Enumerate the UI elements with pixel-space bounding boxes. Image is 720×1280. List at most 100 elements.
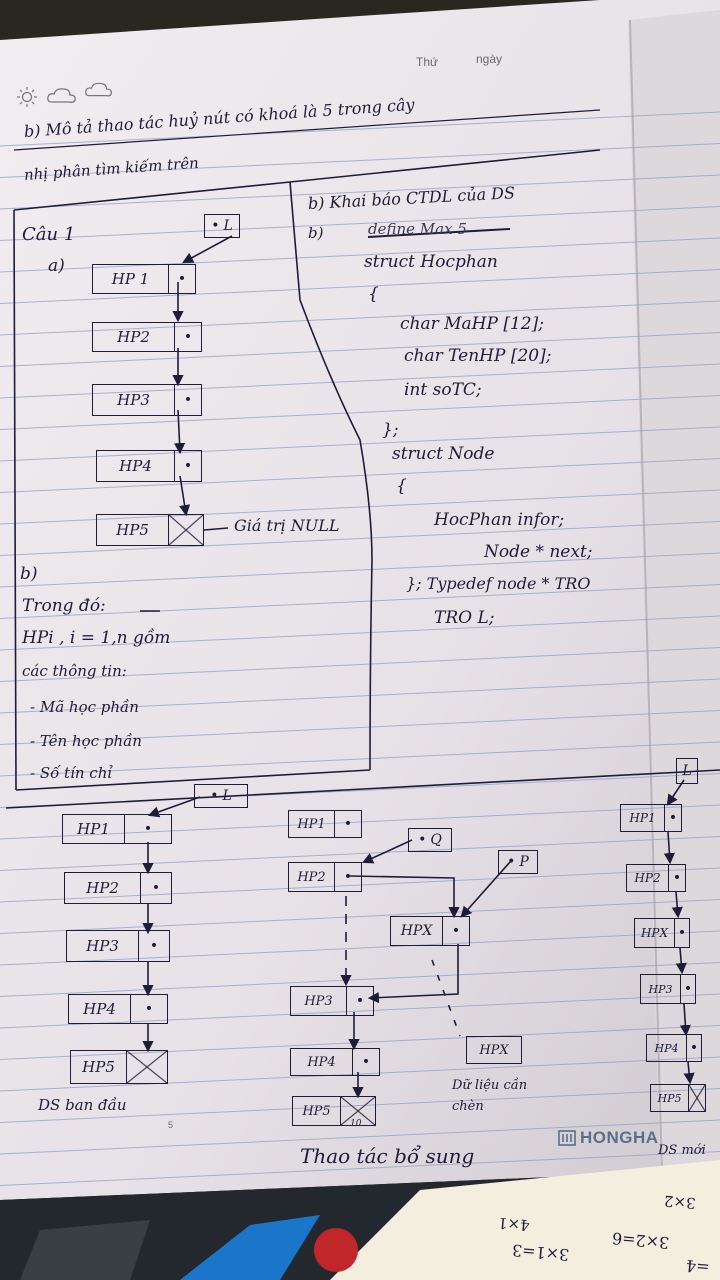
list-node: HPX• [634,918,690,948]
node-pointer: • [149,938,159,954]
node-pointer: • [343,816,353,832]
cloud-icon [47,88,76,103]
list-node-null: HP5 [650,1084,706,1112]
card-text: =4 [685,1256,711,1277]
ruling-line [0,363,720,399]
node-pointer: • [355,993,365,1009]
ruling-line [0,111,720,147]
node-key: HP1 [289,811,335,837]
card-text: 3×2=6 [611,1228,671,1253]
pointer-label: L [223,218,233,234]
ruling-line [0,962,720,997]
ruling-line [0,993,720,1029]
ruling-line [0,521,720,556]
node-pointer: • [677,925,687,941]
ruling-line [0,836,720,871]
node-pointer: • [183,329,193,345]
pointer-label: L [682,763,692,779]
list-node: HP4 • [68,994,168,1024]
ruling-line [0,615,720,651]
list-node: HP1 • [288,810,362,838]
node-pointer: • [177,271,187,287]
caption-insert: Thao tác bổ sung [300,1144,475,1168]
ruling-line [0,237,720,273]
list-node-null: HP5 [70,1050,168,1084]
code-line: }; [382,420,399,440]
new-data-box: HPX [466,1036,522,1064]
ruling-line [0,678,720,714]
list-node-null: HP5 [292,1096,376,1126]
code-line: { [396,476,407,496]
sun-icon [17,87,37,107]
node-key: HP3 [93,385,175,415]
pointer-P: •P [498,850,538,874]
pointer-dot: • [507,854,516,870]
ruling-line [0,1056,720,1092]
node-pointer: • [689,1040,699,1056]
list-node: HP3• [640,974,696,1004]
pointer-dot: • [418,832,427,848]
ruling-line [0,489,720,525]
node-key: HP2 [289,863,335,891]
pointer-dot: • [210,788,219,804]
node-key: HPX [635,919,675,947]
null-pointer [689,1085,705,1111]
node-key: HP3 [67,931,139,961]
node-key: HP3 [641,975,681,1003]
node-pointer: • [151,880,161,896]
node-key: HP4 [291,1049,353,1075]
node-key: HP 1 [93,265,169,293]
list-node: HP3 • [92,384,202,416]
pointer-L: L [676,758,698,784]
ruling-line [0,300,720,336]
code-line: Node * next; [484,542,593,562]
info-item: - Mã học phần [30,698,139,716]
node-pointer: • [144,1001,154,1017]
list-node: HP4• [96,450,202,482]
code-line: char MaHP [12]; [400,314,544,334]
struck-text: define Max 5 [368,220,467,238]
list-node: HP2 • [64,872,172,904]
pointer-label: P [519,854,529,870]
node-pointer: • [183,392,193,408]
node-pointer: • [451,923,461,939]
ruling-line [0,899,720,934]
ruling-line [0,930,720,966]
node-key: HP1 [63,815,125,843]
thu-label: Thứ [416,55,439,69]
card-text: 3×1=3 [511,1240,571,1265]
b-mark: b) [20,564,38,584]
code-line: char TenHP [20]; [404,346,552,366]
new-node: HPX• [390,916,470,946]
list-node: HP1 • [62,814,172,844]
hpi-line: HPi , i = 1,n gồm [22,628,171,648]
cau1-title: Câu 1 [22,224,76,245]
ngay-label: ngày [476,52,503,66]
node-pointer: • [143,821,153,837]
list-node: HP2• [626,864,686,892]
ruling-line [0,741,720,777]
node-key: HP5 [651,1085,689,1111]
caption-original: DS ban đầu [38,1096,127,1114]
code-b-mark: b) [308,224,324,242]
ruling-line [0,332,720,367]
pointer-L: •L [194,784,248,808]
ruling-line [0,867,720,903]
list-node: HP3• [290,986,374,1016]
list-node-null: HP5 [96,514,204,546]
node-pointer: • [361,1054,371,1070]
node-key: HP2 [65,873,141,903]
node-key: HP4 [69,995,131,1023]
list-node: HP4• [646,1034,702,1062]
list-node: HP2• [92,322,202,352]
code-line: HocPhan infor; [434,510,565,530]
brand-mark-icon [558,1130,576,1146]
node-key: HP5 [293,1097,341,1125]
null-pointer [169,515,203,545]
node-pointer: • [183,458,193,474]
card-text: 3×2 [663,1191,697,1213]
page-number: 5 [168,1120,174,1130]
list-node: HP3 • [66,930,170,962]
